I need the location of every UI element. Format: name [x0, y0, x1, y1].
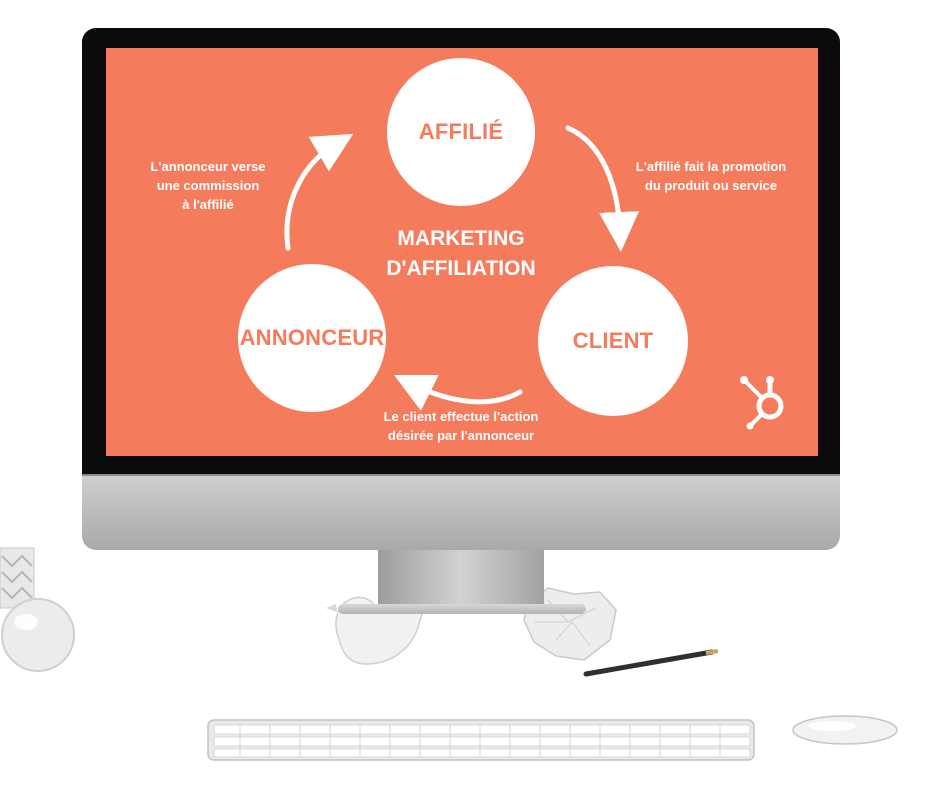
node-affilie: AFFILIÉ — [387, 58, 535, 206]
diagram-title: MARKETING D'AFFILIATION — [356, 224, 566, 285]
node-client-label: CLIENT — [572, 328, 654, 353]
mouse — [792, 715, 898, 745]
arrow-client-to-annonceur — [394, 375, 523, 411]
diagram-title-line-2: D'AFFILIATION — [386, 257, 536, 281]
edge-label-line: L'affilié fait la promotion — [635, 159, 787, 174]
edge-label-line: L'annonceur verse — [150, 159, 266, 174]
hubspot-sprocket-icon — [740, 376, 784, 430]
monitor-chin-edge — [82, 474, 840, 476]
monitor-stand — [378, 550, 544, 608]
pattern-cup — [0, 547, 35, 609]
edge-label-line: Le client effectue l'action — [383, 409, 539, 424]
edge-label-affilie-to-client: L'affilié fait la promotion du produit o… — [604, 158, 818, 196]
node-annonceur: ANNONCEUR — [238, 264, 386, 412]
edge-label-line: du produit ou service — [644, 177, 778, 193]
edge-label-client-to-annonceur: Le client effectue l'action désirée par … — [346, 408, 576, 446]
arrow-annonceur-to-affilie — [284, 133, 354, 251]
edge-label-annonceur-to-affilie: L'annonceur verse une commission à l'aff… — [128, 158, 288, 215]
pencil — [583, 649, 719, 677]
node-client: CLIENT — [538, 266, 688, 416]
monitor-screen: AFFILIÉ CLIENT ANNONCEUR MARKETING D'AFF… — [106, 48, 818, 456]
diagram-title-line-1: MARKETING — [397, 227, 525, 250]
node-affilie-label: AFFILIÉ — [418, 119, 504, 144]
edge-label-line: une commission — [156, 177, 260, 193]
monitor-chin — [82, 474, 840, 550]
monitor-stand-base — [338, 604, 586, 614]
cycle-arrows — [284, 125, 640, 411]
node-annonceur-label: ANNONCEUR — [239, 325, 385, 350]
glass-sphere — [1, 598, 75, 672]
arrow-affilie-to-client — [565, 125, 640, 252]
edge-label-line: à l'affilié — [182, 196, 234, 212]
keyboard — [207, 719, 755, 761]
edge-label-line: désirée par l'annonceur — [387, 427, 535, 443]
